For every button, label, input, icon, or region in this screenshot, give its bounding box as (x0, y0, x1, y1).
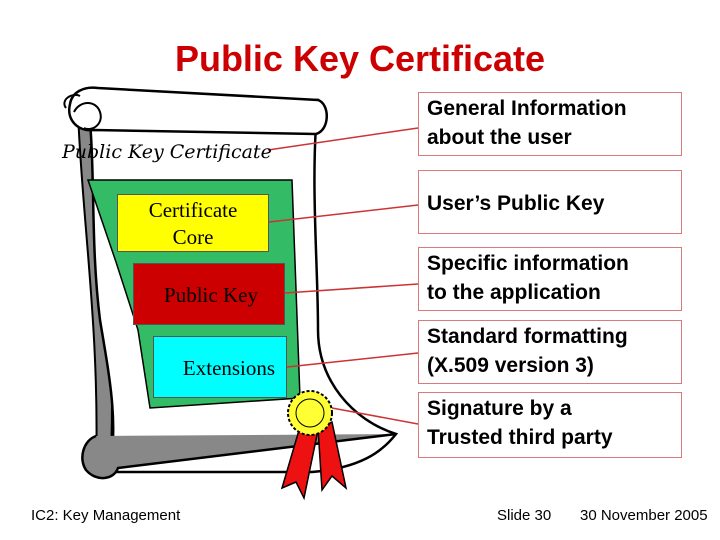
callout-standard-formatting: Standard formatting (X.509 version 3) (418, 320, 682, 384)
connector-5 (331, 407, 419, 425)
page-title: Public Key Certificate (174, 38, 546, 79)
certificate-core-box: Certificate Core (117, 194, 269, 252)
connector-4 (286, 352, 419, 368)
callout-specific-info: Specific information to the application (418, 247, 682, 311)
connector-2 (268, 204, 419, 223)
seal-icon (287, 390, 333, 436)
callout-general-info: General Information about the user (418, 92, 682, 156)
public-key-box: Public Key (133, 263, 285, 325)
callout-public-key: User’s Public Key (418, 170, 682, 234)
footer-course: IC2: Key Management (31, 507, 181, 524)
scroll-title: Public Key Certificate (62, 141, 272, 163)
footer-slide-number: Slide 30 (497, 507, 552, 524)
footer-date: 30 November 2005 (580, 507, 708, 524)
connector-3 (284, 283, 419, 294)
connector-1 (267, 127, 419, 151)
connector-lines (267, 127, 419, 425)
extensions-box: Extensions (153, 336, 287, 398)
callout-signature: Signature by a Trusted third party (418, 392, 682, 458)
